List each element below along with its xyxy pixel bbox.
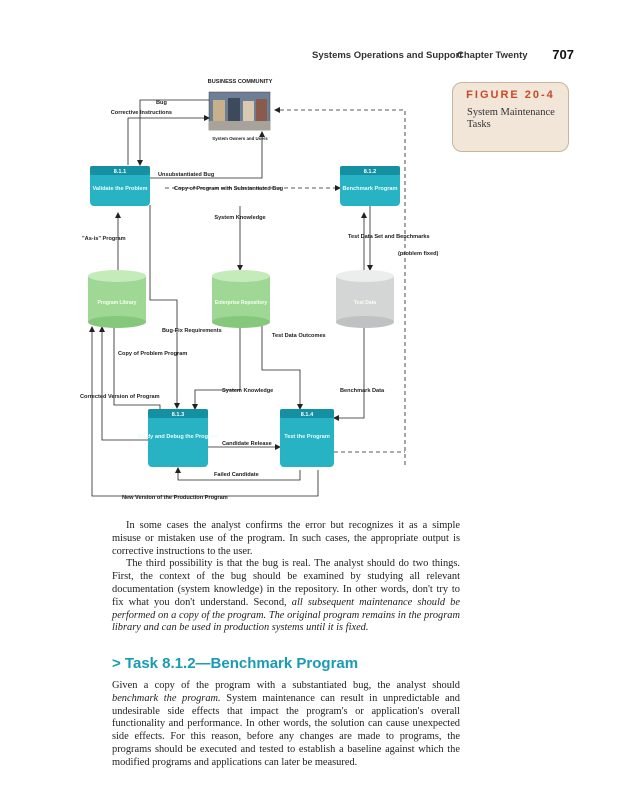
label-test-data-set: Test Data Set and Benchmarks [348,234,430,240]
flow-new-version-dashed [274,107,406,465]
datastore-enterprise-repository: Enterprise Repository [212,270,270,328]
datastore-test-data-label: Test Data [354,300,376,306]
label-as-is-program: "As-is" Program [82,236,126,242]
section-heading: > Task 8.1.2—Benchmark Program [112,655,359,672]
process-8-1-2-id: 8.1.2 [364,169,376,175]
flow-corrective [127,115,210,165]
figure-caption-box: FIGURE 20-4 System Maintenance Tasks [452,82,569,152]
page-number: 707 [552,47,574,62]
running-title: Systems Operations and Support [312,50,463,61]
datastore-program-library-label: Program Library [98,300,137,306]
label-system-knowledge-2: System Knowledge [222,388,273,394]
flow-corrected-version [99,326,150,441]
flow-failed-candidate [175,467,301,481]
label-candidate-release: Candidate Release [222,441,272,447]
paragraph-2: The third possibility is that the bug is… [112,558,460,634]
process-8-1-3-id: 8.1.3 [172,412,184,418]
label-bug-fix-requirements: Bug-Fix Requirements [162,328,222,334]
process-8-1-4-name: Test the Program [284,434,330,440]
label-copy-of-program: Copy of Program with Substantiated Bug [174,186,284,192]
label-corrective-instructions: Corrective Instructions [111,110,172,116]
flow-test-data-outcomes [261,310,303,410]
running-header: Systems Operations and Support Chapter T… [312,47,574,64]
business-community-photo [208,91,271,131]
process-8-1-4-id: 8.1.4 [301,412,314,418]
flow-unsubstantiated [150,131,265,179]
label-new-version: New Version of the Production Program [122,495,228,501]
process-8-1-1-id: 8.1.1 [114,169,126,175]
flow-bug-fix-req [149,205,180,409]
process-8-1-1: 8.1.1 Validate the Problem [90,166,150,206]
flow-benchmark-data [333,327,365,421]
label-copy-of-problem-program: Copy of Problem Program [118,351,187,357]
body-text: In some cases the analyst confirms the e… [112,520,460,635]
flow-lines [89,99,406,497]
label-failed-candidate: Failed Candidate [214,472,259,478]
label-problem-fixed: (problem fixed) [398,251,439,257]
datastore-test-data: Test Data [336,270,394,328]
figure-label: FIGURE 20-4 [466,89,555,101]
label-bug: Bug [156,100,167,106]
system-owners-users-label: System Owners and Users [212,136,268,141]
figure-caption: System Maintenance Tasks [467,107,555,130]
label-benchmark-data: Benchmark Data [340,388,385,394]
label-unsubstantiated-bug: Unsubstantiated Bug [158,172,215,178]
label-system-knowledge: System Knowledge [214,215,265,221]
process-8-1-2-name: Benchmark Program [342,186,397,192]
system-maintenance-diagram: BUSINESS COMMUNITY System Owners and Use… [80,79,439,501]
label-test-data-outcomes: Test Data Outcomes [272,333,326,339]
datastore-program-library: Program Library [88,270,146,328]
flow-bug [137,99,209,166]
process-8-1-3-name: Study and Debug the Program [138,434,219,440]
flow-system-knowledge-2 [192,327,241,410]
process-8-1-3: 8.1.3 Study and Debug the Program [138,409,219,467]
flow-new-version [89,326,319,497]
business-community-label: BUSINESS COMMUNITY [208,79,273,85]
paragraph-3: Given a copy of the program with a subst… [112,680,460,768]
process-8-1-1-name: Validate the Problem [92,186,147,192]
chapter-label: Chapter Twenty [457,50,528,61]
process-8-1-2: 8.1.2 Benchmark Program [340,166,400,206]
process-8-1-4: 8.1.4 Test the Program [280,409,334,467]
flow-copy-problem [113,327,163,416]
paragraph-1: In some cases the analyst confirms the e… [112,520,460,557]
datastore-enterprise-repository-label: Enterprise Repository [215,300,267,306]
label-corrected-version: Corrected Version of Program [80,394,160,400]
